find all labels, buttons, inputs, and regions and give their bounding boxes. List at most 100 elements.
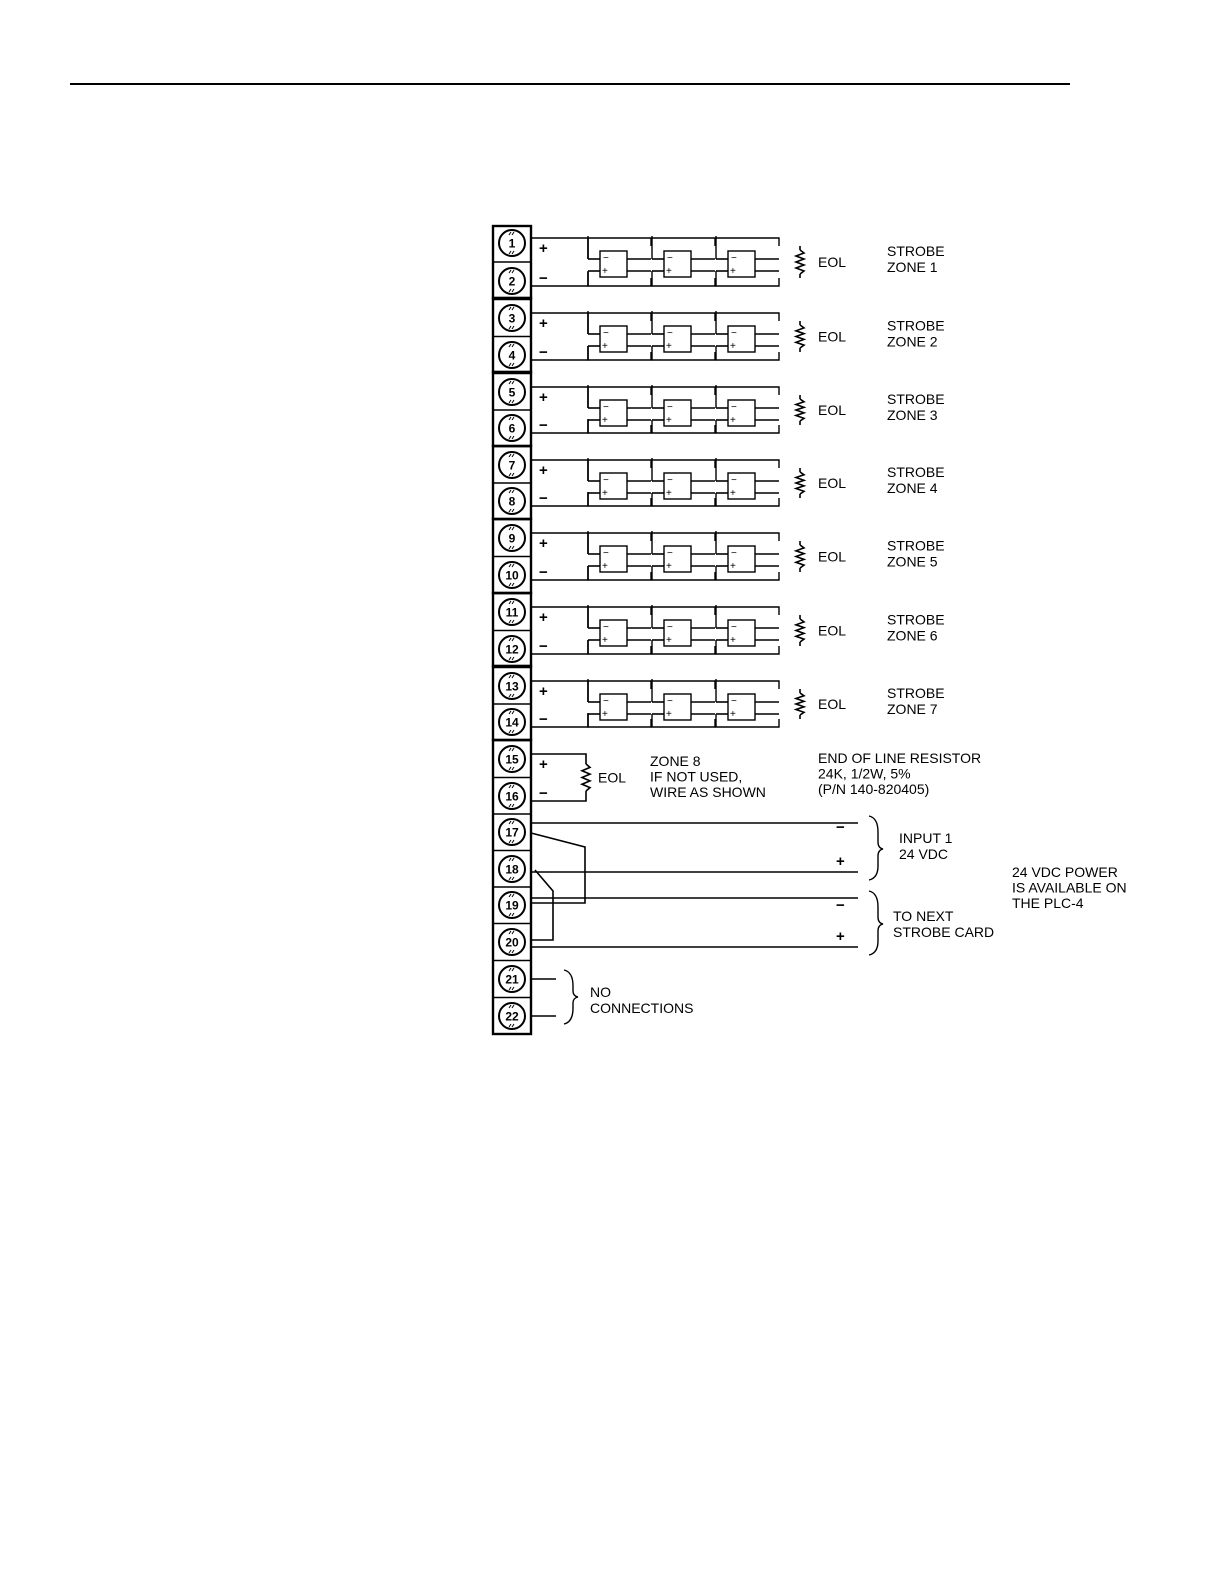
device-top-loop [587, 531, 652, 554]
eol-resistor-symbol [793, 398, 807, 422]
terminal-slot-mark [508, 637, 512, 642]
device-plus-terminal: + [666, 561, 672, 572]
terminal-screw-circle [498, 708, 526, 736]
terminal-slot-mark [508, 1023, 512, 1028]
terminal-17: 17 [498, 818, 526, 846]
strobe-device: −+ [651, 679, 716, 728]
terminal-number: 13 [505, 680, 519, 694]
terminal-slot-mark [508, 893, 512, 898]
device-minus-terminal: − [603, 548, 609, 559]
terminal-screw-circle [498, 965, 526, 993]
device-minus-terminal: − [667, 696, 673, 707]
terminal-slot-mark [508, 489, 512, 494]
terminal-slot-mark [511, 619, 515, 624]
terminal-screw-circle [498, 891, 526, 919]
terminal-screw-circle [498, 672, 526, 700]
terminal-slot-mark [508, 930, 512, 935]
terminal-slot-mark [508, 306, 512, 311]
device-top-loop [715, 385, 780, 408]
terminal-slot-mark [508, 820, 512, 825]
device-minus-terminal: − [603, 475, 609, 486]
strobe-device: −+ [587, 679, 652, 728]
terminal-number: 8 [509, 495, 516, 509]
device-top-loop [587, 679, 652, 702]
terminal-number: 3 [509, 312, 516, 326]
device-minus-terminal: − [667, 402, 673, 413]
next-card-note-line: TO NEXT [893, 908, 954, 924]
minus-sign: − [539, 417, 548, 434]
terminal-19: 19 [498, 891, 526, 919]
terminal-slot-mark [511, 967, 515, 972]
strobe-device: −+ [587, 385, 652, 434]
device-plus-terminal: + [666, 488, 672, 499]
strobe-device: −+ [651, 531, 716, 581]
device-plus-terminal: + [602, 488, 608, 499]
strobe-device-body [599, 693, 628, 721]
terminal-6: 6 [498, 414, 526, 442]
terminal-slot-mark [508, 674, 512, 679]
terminal-slot-mark [508, 416, 512, 421]
terminal-2: 2 [498, 267, 526, 295]
device-top-loop [587, 311, 652, 334]
minus-sign: − [539, 344, 548, 361]
terminal-slot-mark [511, 949, 515, 954]
device-minus-terminal: − [603, 622, 609, 633]
terminal-slot-mark [511, 269, 515, 274]
device-plus-terminal: + [730, 266, 736, 277]
strobe-device: −+ [651, 236, 716, 287]
device-top-loop [651, 679, 716, 702]
terminal-slot-mark [511, 435, 515, 440]
terminal-slot-mark [508, 839, 512, 844]
device-bottom-loop [587, 271, 652, 287]
terminal-slot-mark [511, 325, 515, 330]
eol-label: EOL [818, 623, 846, 639]
terminal-slot-mark [511, 416, 515, 421]
terminal-13: 13 [498, 672, 526, 700]
terminal-screw-circle [498, 782, 526, 810]
strobe-device: −+ [715, 605, 780, 655]
terminal-slot-mark [511, 526, 515, 531]
zone-title-line2: ZONE 7 [887, 701, 938, 717]
device-plus-terminal: + [602, 561, 608, 572]
plus-sign: + [539, 462, 548, 479]
device-top-loop [715, 605, 780, 628]
terminal-3: 3 [498, 304, 526, 332]
device-plus-terminal: + [666, 266, 672, 277]
eol-label: EOL [818, 549, 846, 565]
minus-sign: − [539, 564, 548, 581]
strobe-device: −+ [587, 236, 652, 287]
terminal-number: 11 [506, 606, 519, 620]
strobe-device: −+ [715, 236, 780, 287]
minus-sign: − [539, 270, 548, 287]
device-top-loop [651, 236, 716, 259]
minus-sign: − [539, 785, 548, 802]
zone-title-line2: ZONE 5 [887, 554, 938, 570]
strobe-device-body [599, 399, 628, 427]
zone-title-line2: ZONE 1 [887, 259, 938, 275]
terminal-9: 9 [498, 524, 526, 552]
plus-sign: + [539, 535, 548, 552]
terminal-slot-mark [511, 930, 515, 935]
terminal-number: 6 [509, 422, 516, 436]
strobe-device: −+ [715, 385, 780, 434]
terminal-number: 19 [505, 899, 519, 913]
terminal-slot-mark [511, 766, 515, 771]
terminal-slot-mark [508, 563, 512, 568]
zone-title-line1: STROBE [887, 612, 945, 628]
strobe-device: −+ [587, 531, 652, 581]
next-card-brace [868, 890, 884, 956]
zone-title-line1: STROBE [887, 538, 945, 554]
terminal-slot-mark [508, 986, 512, 991]
terminal-15: 15 [498, 745, 526, 773]
terminal-number: 18 [505, 863, 519, 877]
device-top-loop [651, 531, 716, 554]
zone-title-line2: ZONE 3 [887, 407, 938, 423]
device-bottom-loop [715, 493, 780, 507]
device-minus-terminal: − [603, 696, 609, 707]
terminal-number: 17 [505, 826, 519, 840]
terminal-slot-mark [508, 269, 512, 274]
terminal-slot-mark [511, 893, 515, 898]
terminal-slot-mark [511, 563, 515, 568]
